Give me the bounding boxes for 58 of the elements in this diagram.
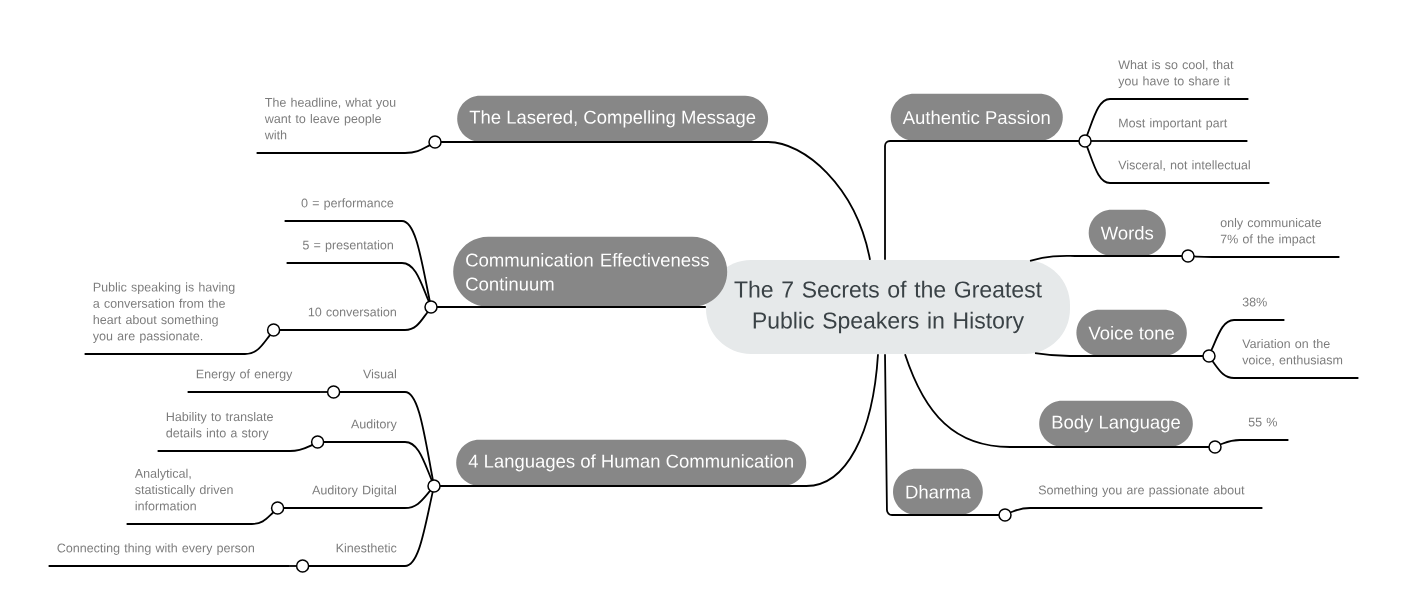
branch-line	[401, 220, 431, 302]
subtopic-label: Auditory	[322, 419, 406, 443]
subtopic-label: Auditory Digital	[282, 485, 406, 509]
topic-pill: Words	[1088, 209, 1166, 256]
branch-line	[288, 565, 298, 567]
branch-line	[1193, 255, 1213, 258]
branch-line	[319, 391, 329, 393]
subtopic-label: Analytical, statistically driven information	[125, 468, 253, 525]
subtopic-label: 10 conversation	[278, 307, 406, 331]
subtopic-label: Hability to translate details into a story	[156, 411, 291, 452]
topic-pill: Authentic Passion	[890, 93, 1063, 141]
branch-line	[401, 262, 430, 303]
branch-line	[404, 144, 431, 154]
topic-pill: Voice tone	[1076, 309, 1187, 356]
subtopic-label: 0 = performance	[283, 198, 403, 222]
branch-line	[439, 353, 879, 487]
subtopic-label: Energy of energy	[186, 369, 321, 393]
topic-pill: Communication Effectiveness Continuum	[453, 236, 728, 307]
topic-pill: 4 Languages of Human Communication	[456, 439, 807, 486]
branch-line	[244, 333, 271, 355]
branch-line	[1009, 507, 1031, 514]
subtopic-label: Most important part	[1109, 118, 1249, 142]
branch-line	[404, 489, 432, 509]
topic-pill: The Lasered, Compelling Message	[457, 95, 769, 142]
subtopic-label: Kinesthetic	[307, 543, 406, 567]
subtopic-label: Variation on the voice, enthusiasm	[1233, 338, 1360, 379]
subtopic-label: Connecting thing with every person	[47, 543, 290, 567]
branch-line	[289, 443, 314, 452]
branch-line	[1086, 145, 1111, 184]
subtopic-label: The headline, what you want to leave people with	[255, 97, 406, 154]
subtopic-label: 55 %	[1239, 417, 1290, 441]
branch-line	[904, 353, 1210, 448]
subtopic-label: Something you are passionate about	[1029, 485, 1264, 509]
topic-pill: Dharma	[893, 468, 983, 515]
branch-line	[436, 306, 707, 308]
branch-line	[404, 391, 434, 481]
branch-line	[440, 141, 871, 261]
branch-line	[404, 441, 433, 482]
subtopic-label: Visual	[338, 369, 406, 393]
branch-line	[404, 311, 429, 331]
branch-line	[1034, 352, 1204, 357]
subtopic-label: What is so cool, that you have to share it	[1109, 59, 1250, 100]
branch-line	[1211, 360, 1235, 379]
branch-line	[404, 490, 434, 567]
branch-line	[251, 511, 275, 525]
subtopic-label: Public speaking is having a conversation from the heart about something you are passionate.	[83, 282, 246, 355]
subtopic-label: only communicate 7% of the impact	[1211, 217, 1341, 258]
branch-line	[1219, 439, 1241, 446]
branch-line	[884, 353, 1000, 516]
topic-pill: Body Language	[1039, 400, 1193, 447]
subtopic-label: 5 = presentation	[285, 240, 403, 264]
branch-line	[1086, 98, 1111, 137]
branch-line	[1210, 319, 1235, 352]
subtopic-label: Visceral, not intellectual	[1109, 160, 1271, 184]
branch-line	[1090, 140, 1111, 142]
branch-line	[884, 140, 1080, 261]
subtopic-label: 38%	[1233, 297, 1286, 321]
branch-line	[1029, 255, 1183, 262]
